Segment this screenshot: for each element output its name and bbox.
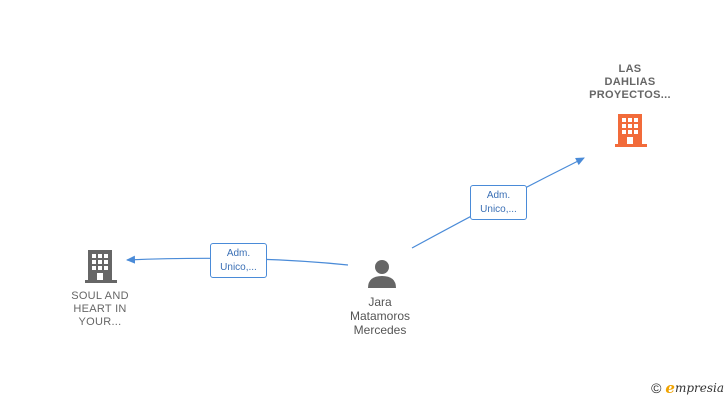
edge-label-role-left[interactable]: Adm. Unico,... (210, 243, 267, 278)
person-icon[interactable] (366, 258, 398, 290)
person-label-line: Mercedes (353, 323, 407, 337)
company-label-line: PROYECTOS... (589, 89, 671, 101)
building-icon[interactable] (84, 248, 118, 284)
copyright-symbol: © (651, 380, 662, 396)
edge-label-line: Adm. (226, 248, 251, 259)
company-label-line: LAS (618, 63, 642, 75)
building-icon[interactable] (614, 112, 648, 148)
company-label-las-dahlias[interactable]: LAS DAHLIAS PROYECTOS... (570, 63, 690, 102)
brand-logo-initial: e (665, 379, 675, 397)
person-label-line: Jara (368, 295, 392, 309)
brand-logo-text: mpresia (674, 381, 724, 395)
company-label-line: YOUR... (78, 316, 122, 328)
company-label-line: HEART IN (73, 303, 127, 315)
person-label-jara-matamoros[interactable]: Jara Matamoros Mercedes (320, 295, 440, 337)
person-label-line: Matamoros (349, 309, 411, 323)
company-label-line: DAHLIAS (604, 76, 656, 88)
empresia-watermark: © e mpresia (651, 379, 724, 397)
company-label-soul-and-heart[interactable]: SOUL AND HEART IN YOUR... (40, 290, 160, 329)
company-label-line: SOUL AND (71, 290, 129, 302)
edge-label-line: Unico,... (220, 262, 257, 273)
edge-label-line: Unico,... (480, 204, 517, 215)
edge-label-line: Adm. (486, 190, 511, 201)
edge-label-role-top[interactable]: Adm. Unico,... (470, 185, 527, 220)
